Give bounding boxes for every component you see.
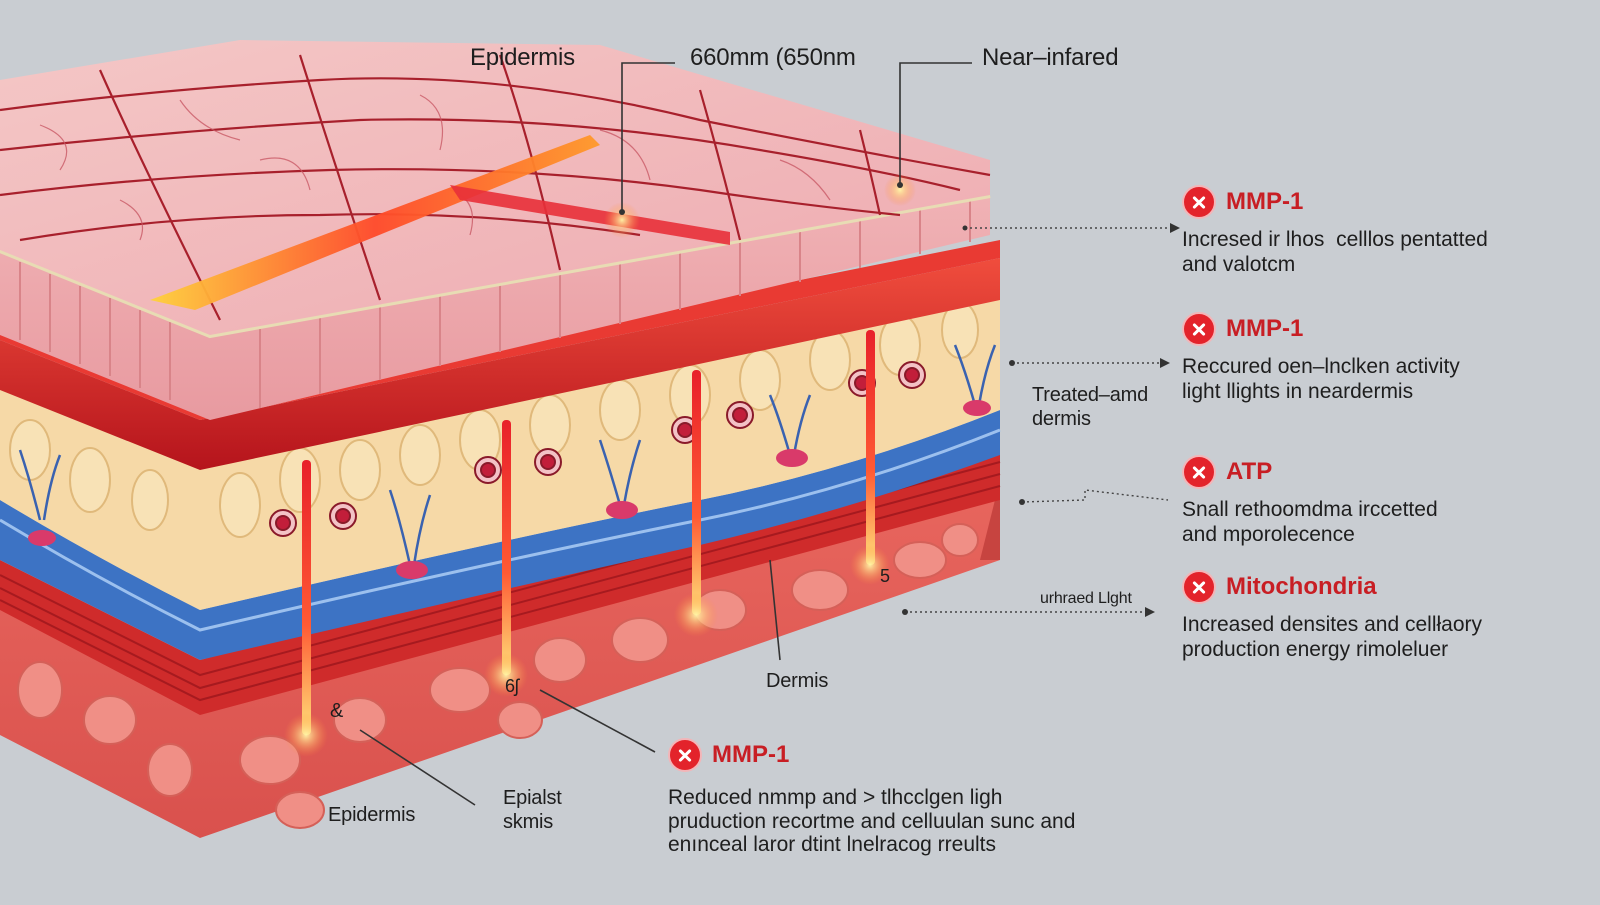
epidermis-fine-cracks [39, 94, 831, 241]
info-panel-mmp1-top: MMP-1 Incresed ir lhos celllos pentatted… [1182, 185, 1542, 277]
mark-a: & [330, 700, 344, 722]
info-panel-atp: ATP Snall rethoomdma irccetted and mporo… [1182, 455, 1542, 547]
label-epialst-skmis: Epialst skmis [503, 787, 562, 833]
epidermis-front-face [0, 195, 990, 420]
panel-title: MMP-1 [1226, 315, 1304, 342]
nerve-end-bulbs [28, 400, 991, 579]
label-wavelength: 660mm (650nm [690, 44, 856, 71]
panel-title: MMP-1 [712, 741, 790, 768]
info-panel-mmp1-bottom: MMP-1 Reduced nmmp and > tlhcclgen ligh … [668, 738, 1138, 857]
label-dermis: Dermis [766, 670, 829, 692]
dermis-cells [17, 523, 979, 829]
panel-description: Reduced nmmp and > tlhcclgen ligh pruduc… [668, 786, 1076, 857]
mark-c: 5 [880, 566, 890, 586]
light-beam-near-infrared [450, 185, 730, 245]
panel-title: Mitochondria [1226, 573, 1377, 600]
dotted-pointers [905, 227, 1170, 613]
panel-title: MMP-1 [1226, 188, 1304, 215]
label-treated-dermis: Treated–amd dermis [1032, 384, 1149, 430]
leader-lines [359, 62, 972, 806]
nerve-endings [18, 344, 997, 566]
mark-b: 6ʃ [505, 676, 519, 696]
epidermis-cell-lines [0, 54, 991, 321]
label-near-infrared: Near–infared [982, 44, 1119, 71]
epidermis-striations [19, 198, 971, 408]
cell-nuclei [269, 361, 926, 537]
x-circle-icon [668, 738, 702, 772]
x-circle-icon [1182, 455, 1216, 489]
x-circle-icon [1182, 312, 1216, 346]
label-untreated-light: urhraed Llght [1040, 590, 1132, 607]
light-beam-660nm [150, 135, 600, 310]
x-circle-icon [1182, 185, 1216, 219]
basal-red-band [0, 258, 1000, 470]
panel-description: Snall rethoomdma irccetted and mporolece… [1182, 498, 1438, 547]
vertical-light-rays [284, 330, 890, 757]
fat-cells [9, 301, 979, 538]
pointer-arrowheads [619, 182, 1180, 617]
label-epidermis-top: Epidermis [470, 44, 575, 71]
panel-description: Incresed ir lhos celllos pentatted and v… [1182, 228, 1488, 277]
panel-description: Reccured oen–lnclken activity light llig… [1182, 355, 1460, 404]
label-epidermis-bottom: Epidermis [328, 804, 416, 826]
x-circle-icon [1182, 570, 1216, 604]
info-panel-mmp1-middle: MMP-1 Reccured oen–lnclken activity ligh… [1182, 312, 1542, 404]
info-panel-mitochondria: Mitochondria Increased densites and cell… [1182, 570, 1542, 662]
panel-title: ATP [1226, 458, 1273, 485]
panel-description: Increased densites and cellłaory product… [1182, 613, 1483, 662]
